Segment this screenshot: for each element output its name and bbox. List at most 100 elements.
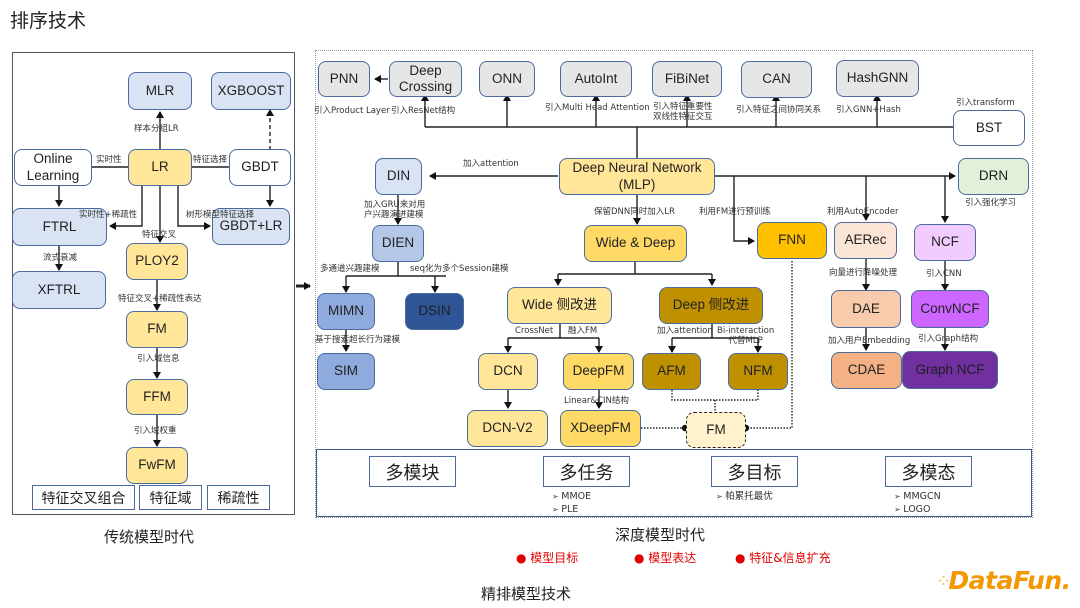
multi-modal-list: MMGCN LOGO — [894, 490, 941, 516]
edge-label: Bi-interaction 代替MLP — [717, 326, 775, 346]
node-dcn-v2[interactable]: DCN-V2 — [467, 410, 548, 447]
node-graph-ncf[interactable]: Graph NCF — [902, 351, 998, 389]
node-onn[interactable]: ONN — [479, 61, 535, 97]
node-fm-shared[interactable]: FM — [686, 412, 746, 448]
node-ftrl[interactable]: FTRL — [12, 208, 107, 246]
edge-label: 利用AutoEncoder — [827, 207, 899, 217]
node-xgboost[interactable]: XGBOOST — [211, 72, 291, 110]
edge-label: 引入特征重要性 双线性特征交互 — [653, 102, 713, 122]
node-mimn[interactable]: MIMN — [317, 293, 375, 330]
page-title: 排序技术 — [10, 10, 87, 32]
node-din[interactable]: DIN — [375, 158, 422, 195]
node-dsin[interactable]: DSIN — [405, 293, 464, 330]
node-xftrl[interactable]: XFTRL — [12, 271, 106, 309]
node-online-learning[interactable]: Online Learning — [14, 149, 92, 186]
node-mlp[interactable]: Deep Neural Network (MLP) — [559, 158, 715, 195]
tag-feature-domain: 特征域 — [139, 485, 202, 510]
logo-dots-icon: ⁘ — [938, 574, 949, 590]
footer-title: 精排模型技术 — [481, 585, 572, 603]
edge-label: CrossNet — [515, 326, 554, 336]
edge-label: 引入Product Layer — [314, 106, 390, 116]
category-multi-module: 多模块 — [369, 456, 456, 487]
edge-label: 引入强化学习 — [965, 198, 1017, 208]
edge-label: 特征交叉 — [142, 230, 177, 240]
edge-label: 引入域权重 — [134, 426, 177, 436]
multi-task-list: MMOE PLE — [552, 490, 591, 516]
node-fm[interactable]: FM — [126, 311, 188, 348]
node-pnn[interactable]: PNN — [318, 61, 370, 97]
node-nfm[interactable]: NFM — [728, 353, 788, 390]
highlight-model-expression: 模型表达 — [634, 549, 696, 566]
deep-caption: 深度模型时代 — [615, 526, 706, 544]
edge-label: 加入用户Embedding — [828, 336, 911, 346]
tag-feature-cross: 特征交叉组合 — [32, 485, 135, 510]
node-afm[interactable]: AFM — [642, 353, 701, 390]
edge-label: 树形模型特征选择 — [186, 210, 255, 220]
node-cdae[interactable]: CDAE — [831, 352, 902, 389]
datafun-logo: ⁘DataFun. — [938, 566, 1071, 595]
node-can[interactable]: CAN — [741, 61, 812, 98]
node-deep-crossing[interactable]: Deep Crossing — [389, 61, 462, 97]
list-item: 帕累托最优 — [716, 490, 773, 503]
edge-label: 引入Multi Head Attention — [545, 103, 650, 113]
node-drn[interactable]: DRN — [958, 158, 1029, 195]
edge-label: 多通道兴趣建模 — [320, 264, 380, 274]
node-deep-improve[interactable]: Deep 侧改进 — [659, 287, 763, 324]
edge-label: 加入attention — [463, 159, 519, 169]
edge-label: 引入域信息 — [137, 354, 180, 364]
category-multi-modal: 多模态 — [885, 456, 972, 487]
list-item: PLE — [552, 503, 591, 516]
node-mlr[interactable]: MLR — [128, 72, 192, 110]
node-ploy2[interactable]: PLOY2 — [126, 243, 188, 280]
list-item: MMGCN — [894, 490, 941, 503]
edge-label: 样本分组LR — [134, 124, 179, 134]
deep-models-panel — [315, 50, 1033, 518]
edge-label: 流式衰减 — [43, 253, 78, 263]
node-convncf[interactable]: ConvNCF — [911, 290, 989, 328]
edge-label: 实时性 — [96, 155, 122, 165]
tag-sparsity: 稀疏性 — [207, 485, 270, 510]
node-lr[interactable]: LR — [128, 149, 192, 186]
edge-label: 基于搜索超长行为建模 — [315, 335, 401, 345]
edge-label: Linear&CIN结构 — [564, 396, 629, 406]
edge-label: 引入Graph结构 — [918, 334, 979, 344]
edge-label: 特征选择 — [193, 155, 228, 165]
node-aerec[interactable]: AERec — [834, 222, 897, 259]
node-deepfm[interactable]: DeepFM — [563, 353, 634, 390]
multi-objective-list: 帕累托最优 — [716, 490, 773, 503]
node-gbdt[interactable]: GBDT — [229, 149, 291, 186]
node-dae[interactable]: DAE — [831, 290, 901, 328]
edge-label: 引入ResNet结构 — [391, 106, 456, 116]
edge-label: 保留DNN同时加入LR — [594, 207, 675, 217]
category-multi-objective: 多目标 — [711, 456, 798, 487]
node-fnn[interactable]: FNN — [757, 222, 827, 259]
edge-label: 引入CNN — [926, 269, 962, 279]
node-ncf[interactable]: NCF — [914, 224, 976, 261]
edge-label: 引入GNN+Hash — [836, 105, 901, 115]
node-hashgnn[interactable]: HashGNN — [836, 60, 919, 97]
node-dcn[interactable]: DCN — [478, 353, 538, 390]
category-multi-task: 多任务 — [543, 456, 630, 487]
deep-categories-band — [316, 449, 1032, 517]
highlight-feature-expansion: 特征&信息扩充 — [735, 549, 830, 566]
node-sim[interactable]: SIM — [317, 353, 375, 390]
list-item: MMOE — [552, 490, 591, 503]
edge-label: 特征交叉+稀疏性表达 — [118, 294, 202, 304]
node-fwfm[interactable]: FwFM — [126, 447, 188, 484]
edge-label: 向量进行降噪处理 — [829, 268, 898, 278]
edge-label: seq化为多个Session建模 — [410, 264, 509, 274]
node-bst[interactable]: BST — [953, 110, 1025, 146]
node-autoint[interactable]: AutoInt — [560, 61, 632, 97]
node-xdeepfm[interactable]: XDeepFM — [560, 410, 641, 447]
edge-label: 融入FM — [568, 326, 598, 336]
node-gbdt-lr[interactable]: GBDT+LR — [212, 208, 290, 245]
node-wide-improve[interactable]: Wide 侧改进 — [507, 287, 612, 324]
node-dien[interactable]: DIEN — [372, 225, 424, 262]
node-fibinet[interactable]: FiBiNet — [652, 61, 722, 97]
node-wide-deep[interactable]: Wide & Deep — [584, 225, 687, 262]
logo-text: DataFun. — [948, 566, 1071, 595]
edge-label: 引入transform — [956, 98, 1015, 108]
traditional-caption: 传统模型时代 — [104, 528, 195, 546]
node-ffm[interactable]: FFM — [126, 379, 188, 415]
list-item: LOGO — [894, 503, 941, 516]
